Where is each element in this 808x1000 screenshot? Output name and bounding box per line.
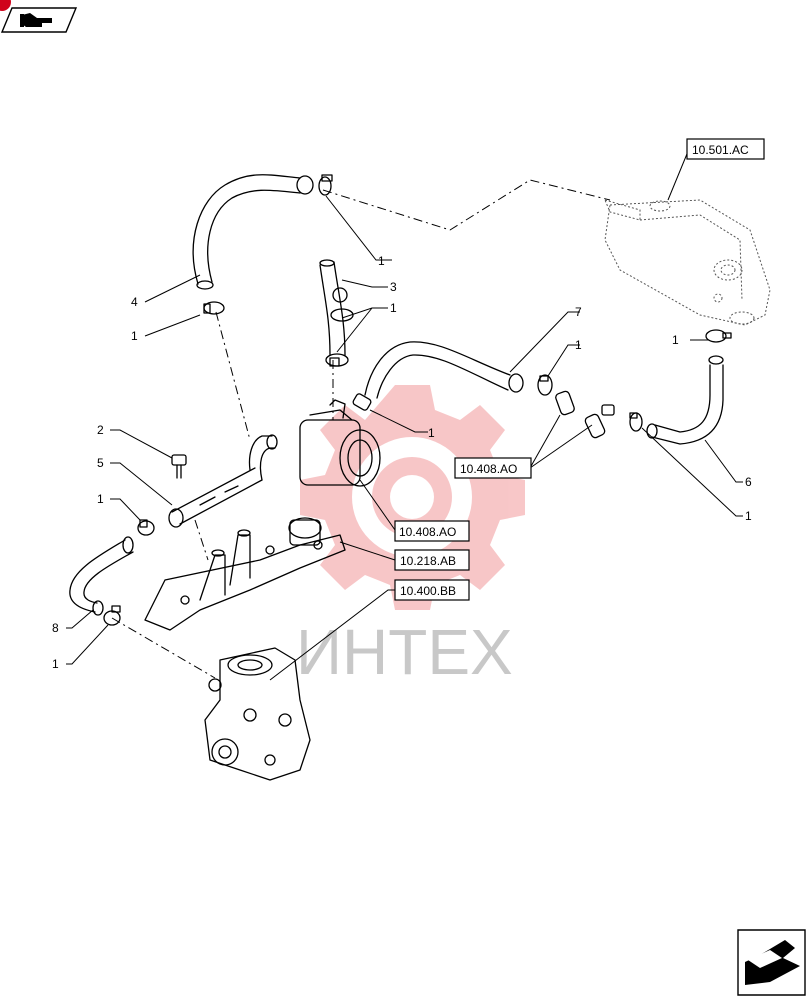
- svg-text:10.408.AO: 10.408.AO: [399, 525, 456, 539]
- callout-1-rlow: 1: [745, 509, 752, 523]
- pipe-5: [168, 434, 278, 528]
- ref-link-10501ac[interactable]: 10.501.AC: [686, 138, 765, 160]
- svg-text:10.218.AB: 10.218.AB: [400, 554, 456, 568]
- callout-6: 6: [745, 475, 752, 489]
- water-pump: [204, 647, 311, 781]
- next-page-arrow-icon[interactable]: [737, 929, 806, 996]
- hose-6: [646, 355, 724, 445]
- callout-1-r7: 1: [575, 338, 582, 352]
- hose-clamp-rlow: [629, 412, 643, 432]
- hose-clamp-bottom: [103, 605, 121, 626]
- callout-1-pipe: 1: [428, 426, 435, 440]
- hose-7: [364, 341, 524, 399]
- ref-link-10408ao-mid[interactable]: 10.408.AO: [394, 520, 470, 542]
- hose-clamp-top: [318, 174, 333, 196]
- hose-8: [69, 536, 134, 616]
- manifold: [144, 517, 346, 631]
- callout-1-low: 1: [97, 492, 104, 506]
- callout-7: 7: [575, 305, 582, 319]
- watermark-text: ИНТЕХ: [296, 616, 513, 688]
- svg-text:10.400.BB: 10.400.BB: [400, 584, 456, 598]
- ref-link-10218ab[interactable]: 10.218.AB: [394, 549, 470, 571]
- callout-3: 3: [390, 280, 397, 294]
- hose-3: [319, 259, 348, 356]
- callout-1-top: 1: [378, 254, 385, 268]
- connection-lines: [111, 179, 611, 679]
- ref-link-10408ao-right[interactable]: 10.408.AO: [454, 457, 532, 479]
- hand-pointer-icon[interactable]: [0, 7, 78, 33]
- callout-1-bottom: 1: [52, 657, 59, 671]
- callout-1-left: 1: [131, 329, 138, 343]
- callout-1-mid: 1: [390, 301, 397, 315]
- hose-clamp-left: [203, 301, 225, 315]
- callout-5: 5: [97, 456, 104, 470]
- watermark-logo: [300, 385, 525, 610]
- expansion-tank: [604, 199, 771, 326]
- corner-marker: [0, 0, 11, 11]
- hose-4: [192, 174, 314, 290]
- hose-clamp-mid: [325, 308, 354, 367]
- oil-cooler: [299, 393, 381, 487]
- callout-2: 2: [97, 423, 104, 437]
- hose-clamp-low: [137, 519, 155, 536]
- callout-1-right: 1: [672, 333, 679, 347]
- bolt-2: [171, 454, 187, 479]
- fittings: [555, 390, 615, 439]
- hose-clamp-r7: [537, 374, 553, 396]
- callout-4: 4: [131, 295, 138, 309]
- svg-text:10.501.AC: 10.501.AC: [692, 143, 749, 157]
- svg-text:10.408.AO: 10.408.AO: [460, 462, 517, 476]
- hose-clamp-right: [705, 329, 732, 343]
- callout-8: 8: [52, 621, 59, 635]
- ref-link-10400bb[interactable]: 10.400.BB: [394, 579, 470, 601]
- leader-lines: [66, 148, 743, 681]
